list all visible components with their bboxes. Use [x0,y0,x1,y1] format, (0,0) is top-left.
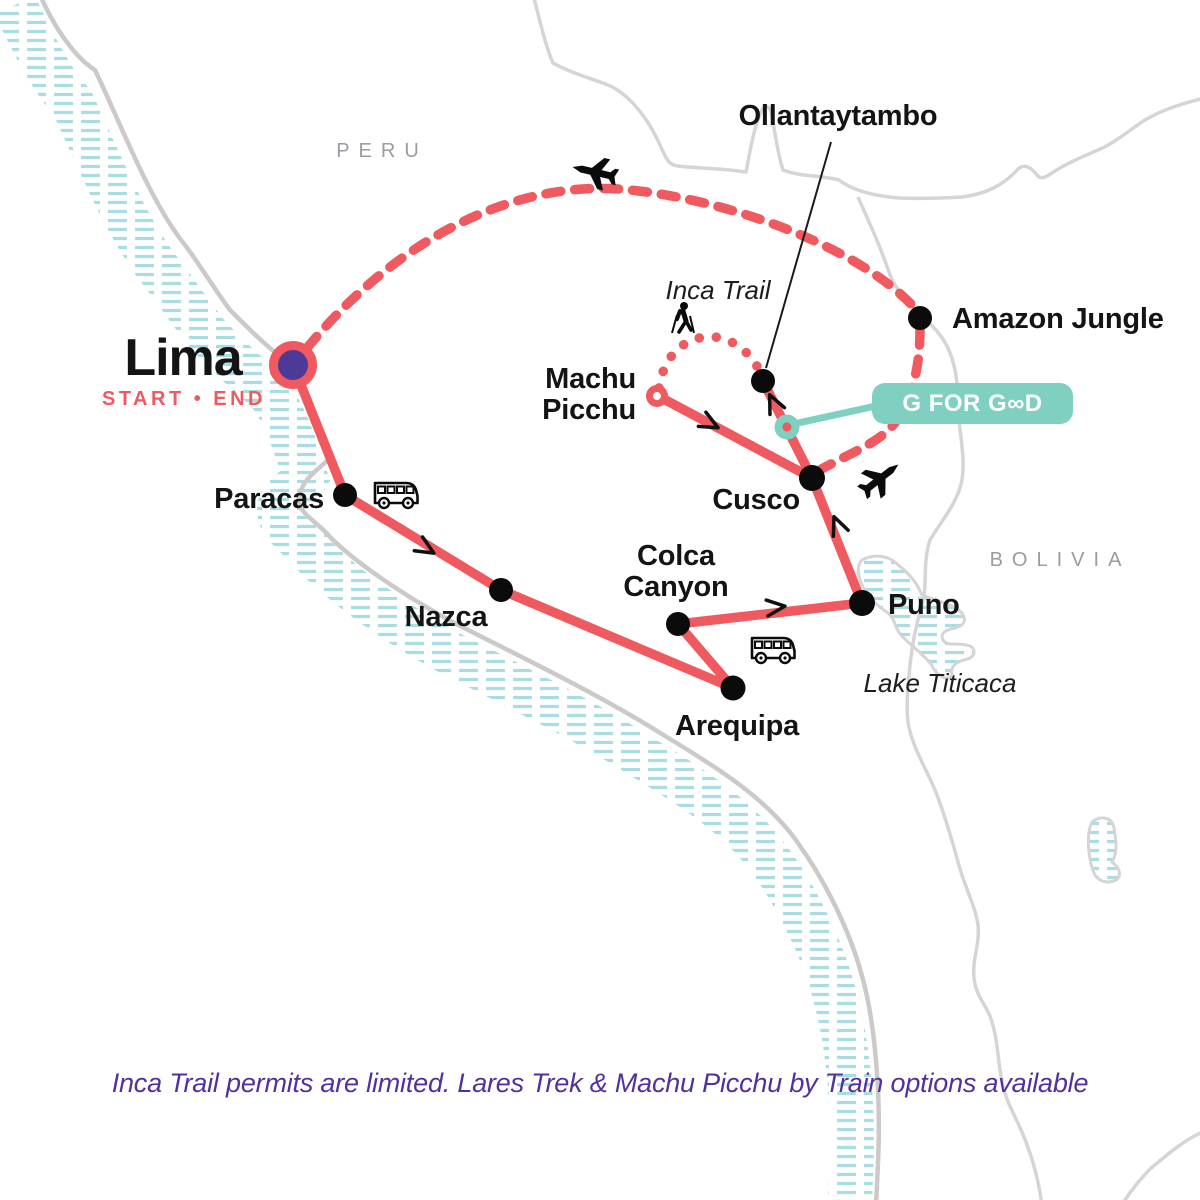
lake-titicaca-label: Lake Titicaca [863,668,1017,698]
direction-arrow-icon [831,514,850,539]
bus-icon [373,481,419,510]
direction-arrow-icon [767,392,787,417]
g-for-good-badge: G FOR G∞D [872,383,1073,424]
inca-trail-path [654,332,765,393]
airplane-icon [857,464,899,500]
g-for-good-marker-center [782,422,792,432]
country-label-bolivia: BOLIVIA [989,549,1131,571]
stop-dot-colca-canyon [666,612,690,636]
colca-line2: Canyon [623,571,729,603]
machu-line1: Machu [545,363,636,395]
city-label-arequipa: Arequipa [674,710,800,742]
direction-arrow-icon [696,410,720,430]
bus-icon [750,636,796,665]
stop-dot-cusco [799,465,825,491]
city-label-colca-canyon: Colca Canyon [623,541,728,603]
lima-start-end-marker [269,341,317,389]
city-label-paracas: Paracas [214,483,324,515]
city-label-cusco: Cusco [712,484,800,516]
airplane-icon [572,157,620,191]
map-footnote: Inca Trail permits are limited. Lares Tr… [111,1068,1089,1098]
city-label-amazon-jungle: Amazon Jungle [952,303,1164,335]
route-line-machu-cusco [653,391,817,483]
border-southeast [1122,1131,1200,1200]
city-label-ollantaytambo: Ollantaytambo [738,100,938,132]
machu-picchu-ring-marker [646,385,668,407]
stop-dot-amazon-jungle [908,306,932,330]
city-label-nazca: Nazca [404,601,488,633]
city-label-lima: Lima [124,329,242,387]
route-line-main [288,360,867,693]
stop-markers [269,306,932,701]
city-label-puno: Puno [888,589,960,621]
hiker-icon [671,302,695,334]
colca-line1: Colca [637,540,715,572]
stop-dot-nazca [489,578,513,602]
machu-line2: Picchu [542,394,636,426]
stop-dot-arequipa [720,675,746,701]
ollantaytambo-pointer-line [765,141,832,369]
city-label-machu-picchu: Machu Picchu [542,364,636,426]
country-label-peru: PERU [336,140,428,162]
flight-path-amazon-lima [302,183,923,353]
start-end-label: START • END [101,388,267,410]
direction-arrow-icon [412,535,436,555]
g-for-good-badge-label: G FOR G∞D [902,389,1043,417]
g-for-good-connector [788,400,886,429]
border-east [856,196,1043,1200]
stop-dot-puno [849,590,875,616]
g-for-good-marker [774,414,800,440]
inca-trail-label: Inca Trail [665,275,771,305]
small-lake [1086,816,1121,884]
stop-dot-paracas [333,483,357,507]
direction-arrow-icon [764,598,787,618]
coast-water-hatching [0,0,874,1200]
border-north [532,0,1200,201]
stop-dot-ollantaytambo [751,369,775,393]
coastline [39,0,882,1200]
